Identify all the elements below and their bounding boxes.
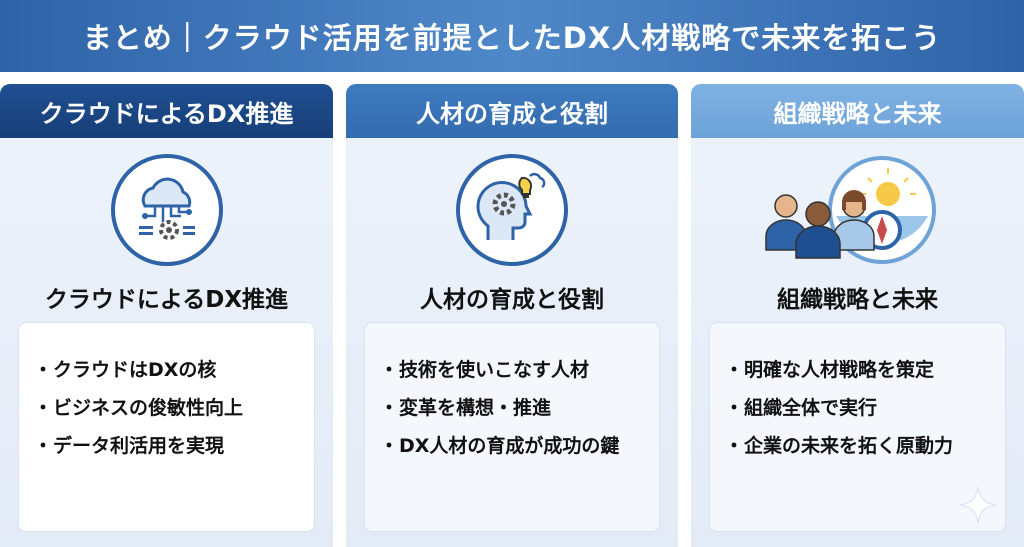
panel-header: 人材の育成と役割	[346, 84, 678, 138]
list-item: ・クラウドはDXの核	[33, 359, 217, 381]
bullet-card: ・明確な人材戦略を策定 ・組織全体で実行 ・企業の未来を拓く原動力	[709, 322, 1006, 532]
panel-subtitle: 組織戦略と未来	[777, 287, 938, 313]
panel-talent: 人材の育成と役割 人材の育成と役割 ・技術を使いこなす人材 ・変革を構想・推進 …	[346, 84, 678, 547]
list-item: ・DX人材の育成が成功の鍵	[379, 435, 620, 457]
team-compass-sunrise-icon	[758, 154, 958, 266]
panel-header: 組織戦略と未来	[691, 84, 1024, 138]
panel-strategy: 組織戦略と未来 組織戦略と未来 ・明確な人材戦略を策定 ・組織全体で実行 ・企業…	[691, 84, 1024, 547]
list-item: ・データ利活用を実現	[33, 435, 225, 457]
bullet-card: ・技術を使いこなす人材 ・変革を構想・推進 ・DX人材の育成が成功の鍵	[364, 322, 660, 532]
panel-cloud-dx: クラウドによるDX推進 クラウドによるDX推進 ・クラウドはDXの核 ・ビジネス…	[0, 84, 333, 547]
list-item: ・変革を構想・推進	[379, 397, 552, 419]
list-item: ・技術を使いこなす人材	[379, 359, 590, 381]
cloud-circuit-icon	[110, 154, 223, 266]
list-item: ・明確な人材戦略を策定	[724, 359, 935, 381]
bullet-card: ・クラウドはDXの核 ・ビジネスの俊敏性向上 ・データ利活用を実現	[18, 322, 315, 532]
list-item: ・企業の未来を拓く原動力	[724, 435, 954, 457]
title-banner: まとめ｜クラウド活用を前提としたDX人材戦略で未来を拓こう	[0, 0, 1024, 72]
sparkle-icon	[959, 486, 997, 524]
page-title: まとめ｜クラウド活用を前提としたDX人材戦略で未来を拓こう	[82, 21, 942, 55]
list-item: ・組織全体で実行	[724, 397, 878, 419]
panel-subtitle: 人材の育成と役割	[420, 287, 604, 313]
panel-header: クラウドによるDX推進	[0, 84, 333, 138]
list-item: ・ビジネスの俊敏性向上	[33, 397, 244, 419]
brain-gear-lightbulb-icon	[456, 154, 568, 266]
panel-subtitle: クラウドによるDX推進	[44, 287, 289, 313]
